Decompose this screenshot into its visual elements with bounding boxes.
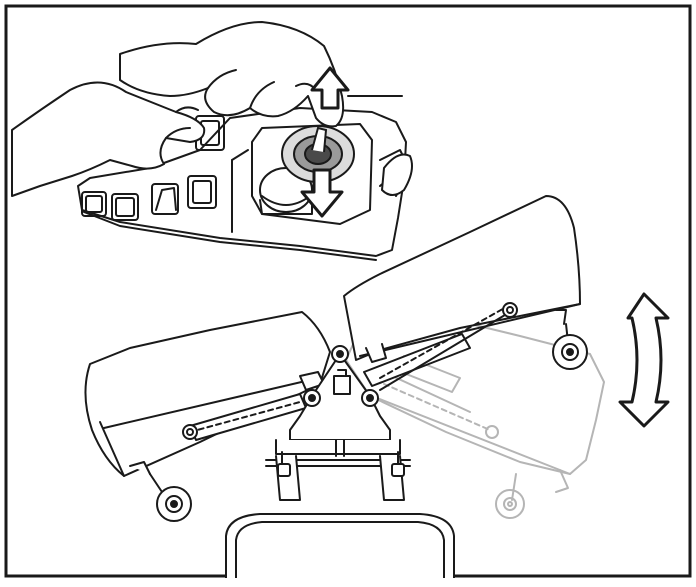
rotate-double-arrow [618,292,670,428]
center-pivot [265,345,411,501]
lower-arrow [300,168,344,218]
right-wing-deck-raised [343,195,588,391]
tractor-hood [225,513,455,578]
raise-arrow [310,66,350,110]
left-wing-deck [84,311,331,522]
operator-hands [11,21,413,197]
